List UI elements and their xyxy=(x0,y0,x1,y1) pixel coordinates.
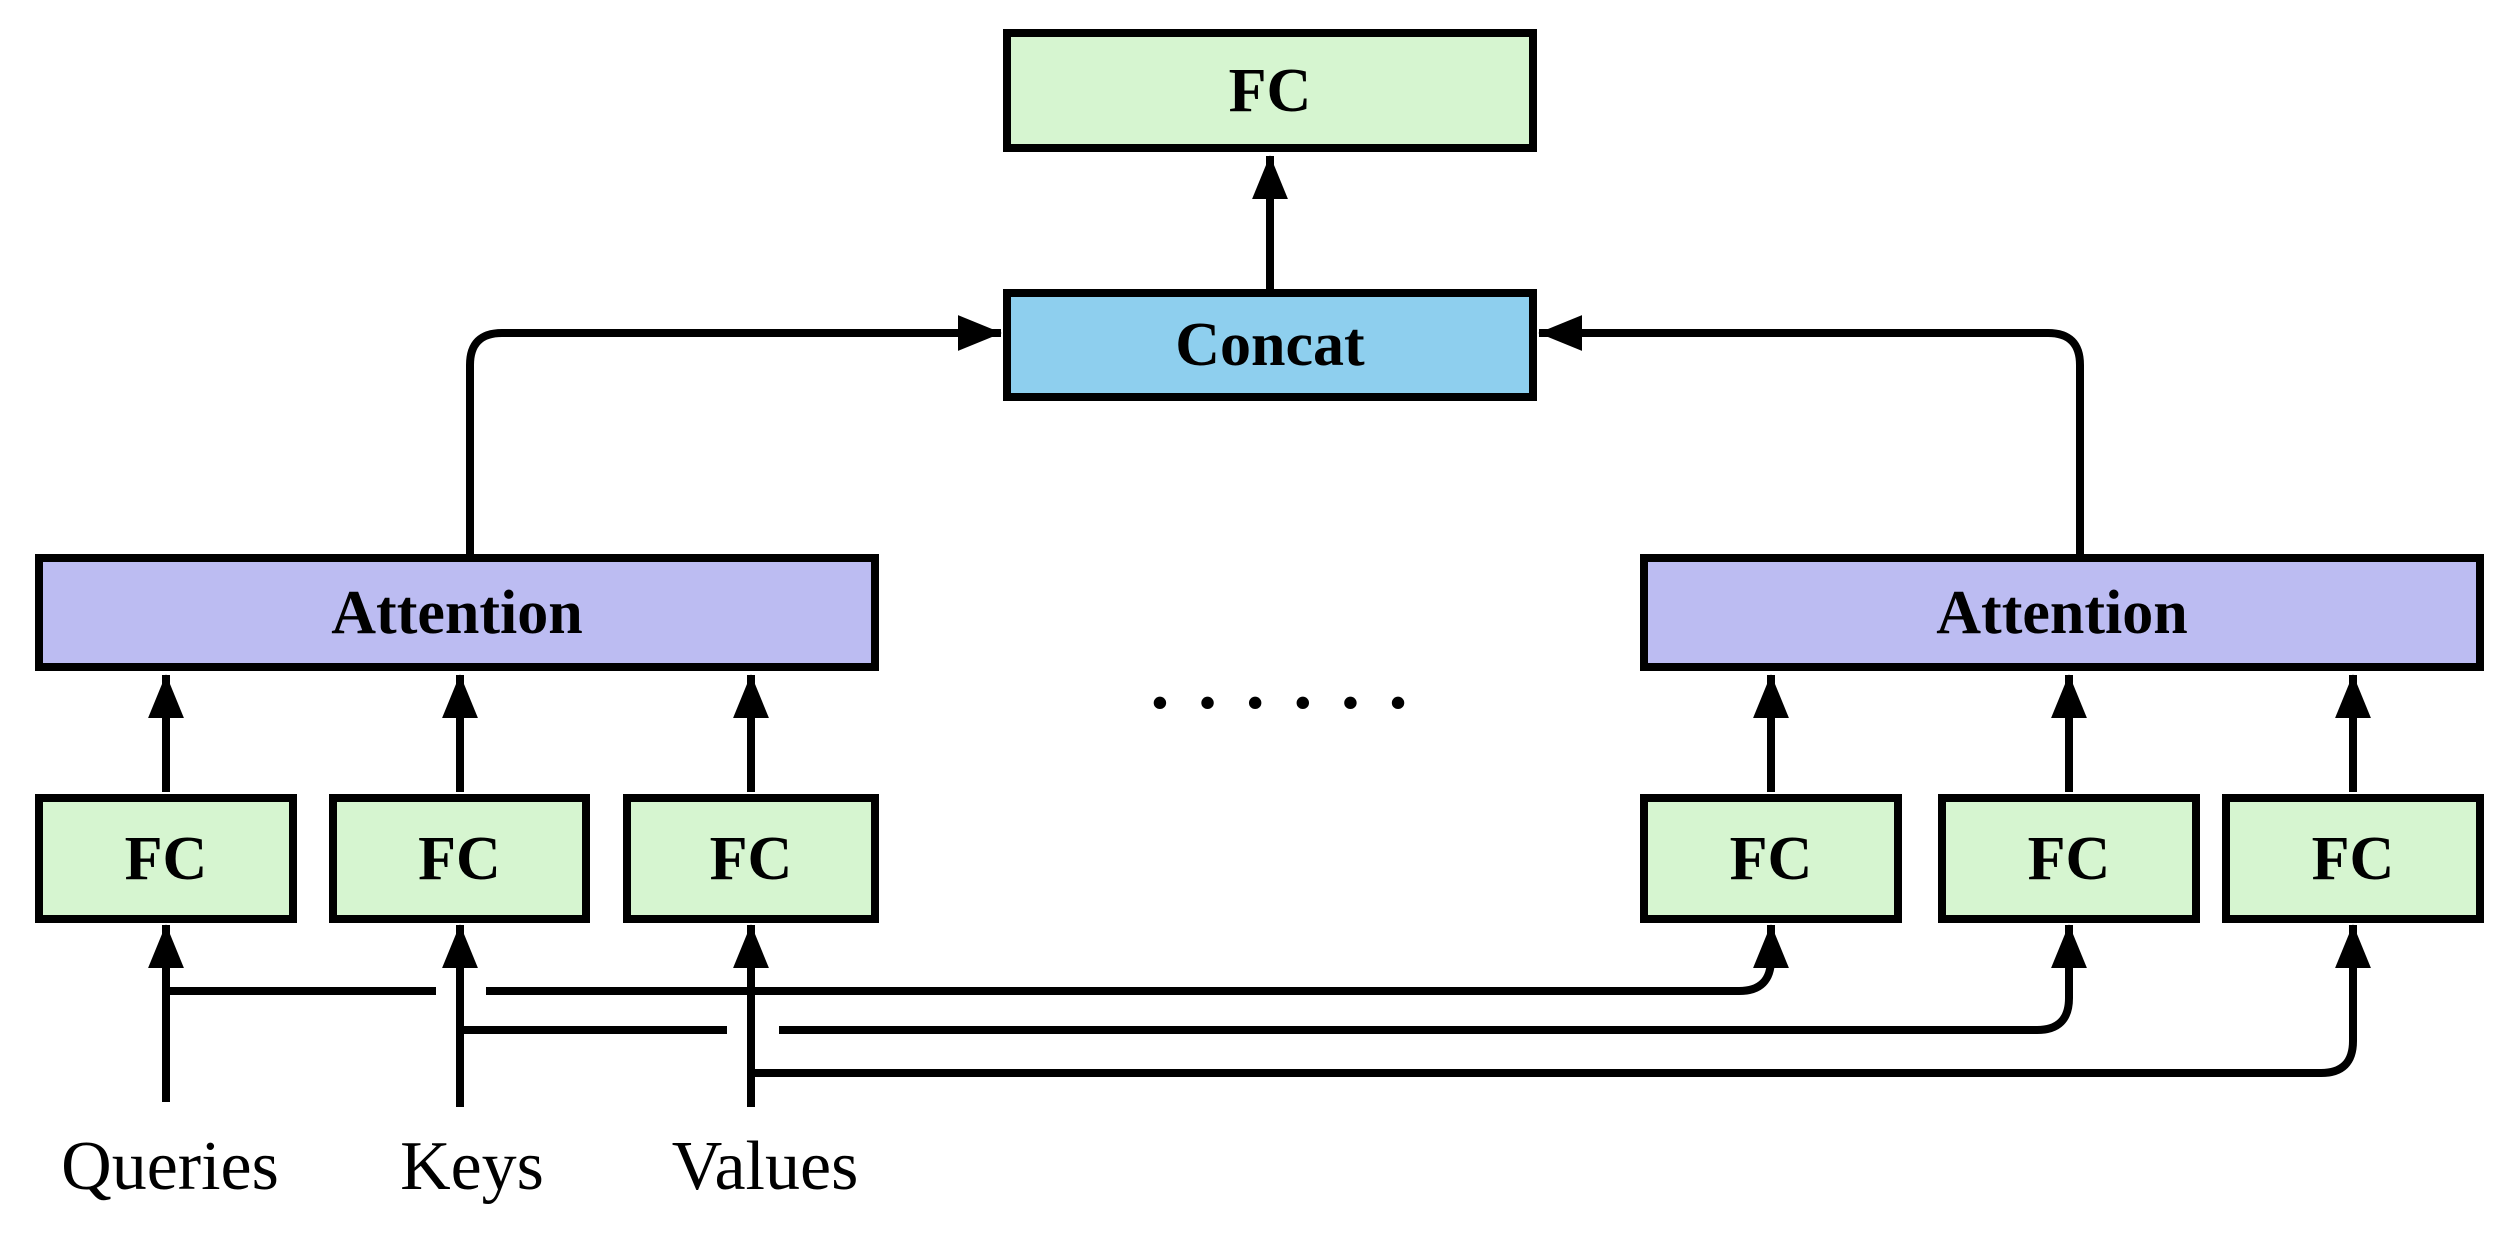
output-fc-box: FC xyxy=(1003,29,1537,152)
keys-label: Keys xyxy=(400,1128,544,1205)
concat-label: Concat xyxy=(1175,311,1365,379)
fc-left-values-label: FC xyxy=(709,824,793,893)
fc-left-keys-box: FC xyxy=(329,794,590,923)
attention-right-box: Attention xyxy=(1640,554,2484,671)
branch-values-to-right-fc xyxy=(751,924,2371,1077)
fc-right-values-box: FC xyxy=(2222,794,2484,923)
attention-left-box: Attention xyxy=(35,554,879,671)
branch-queries-to-right-fc xyxy=(166,924,1789,995)
ellipsis-dots: • • • • • • xyxy=(1151,677,1417,728)
fc-right-values-label: FC xyxy=(2311,824,2395,893)
values-label: Values xyxy=(671,1128,859,1205)
branch-keys-to-right-fc xyxy=(460,924,2087,1034)
attention-left-label: Attention xyxy=(331,578,583,647)
fc-left-values-box: FC xyxy=(623,794,879,923)
concat-box: Concat xyxy=(1003,289,1537,401)
fc-left-queries-label: FC xyxy=(124,824,208,893)
fc-right-keys-label: FC xyxy=(2027,824,2111,893)
connector-attention-left-to-concat xyxy=(466,315,1002,556)
fc-left-keys-label: FC xyxy=(418,824,501,893)
attention-right-label: Attention xyxy=(1936,578,2188,647)
fc-right-queries-label: FC xyxy=(1729,824,1813,893)
fc-right-keys-box: FC xyxy=(1938,794,2200,923)
output-fc-label: FC xyxy=(1228,56,1312,125)
fc-left-queries-box: FC xyxy=(35,794,297,923)
fc-right-queries-box: FC xyxy=(1640,794,1902,923)
arrows-fc-to-attention xyxy=(148,674,2371,792)
connector-attention-right-to-concat xyxy=(1538,315,2084,556)
queries-label: Queries xyxy=(61,1128,279,1205)
